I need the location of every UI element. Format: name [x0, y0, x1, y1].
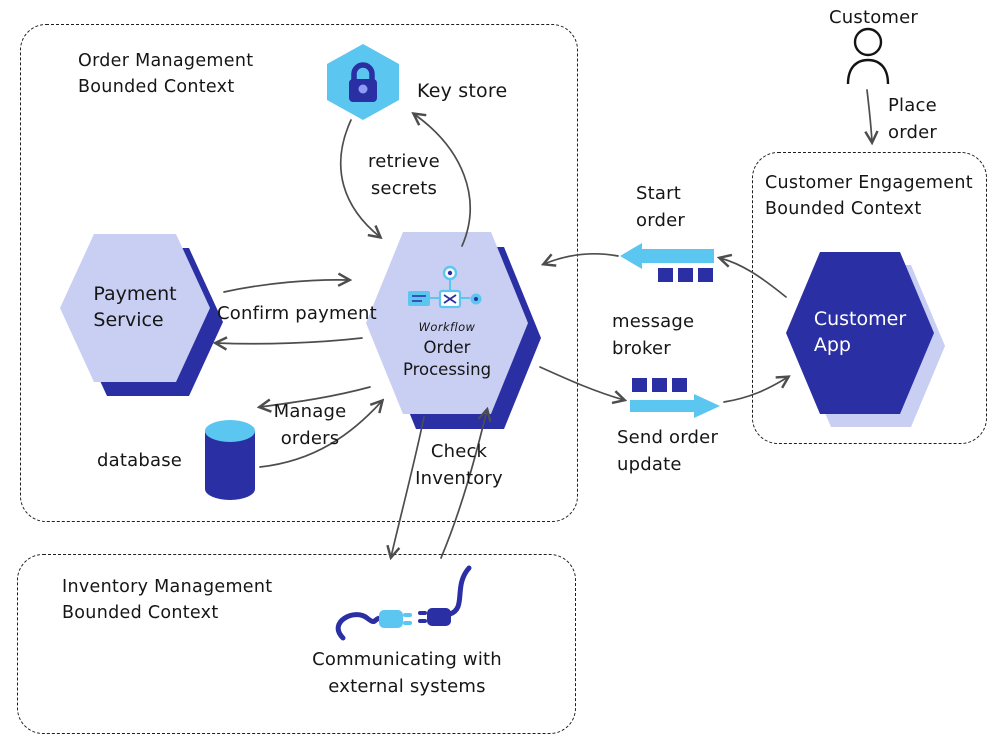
- place-order-label: Place order: [888, 95, 937, 143]
- message-broker-label: message broker: [612, 311, 695, 359]
- retrieve-secrets-label: retrieve secrets: [368, 151, 440, 199]
- plug-connector-icon: [335, 565, 472, 641]
- send-order-update-label: Send order update: [617, 427, 719, 475]
- key-store-label: Key store: [417, 80, 508, 102]
- database-label: database: [97, 450, 183, 471]
- payment-service-label: Payment Service: [93, 283, 177, 331]
- inventory-management-context-label: Inventory Management Bounded Context: [62, 577, 273, 624]
- database-cylinder-icon: [205, 420, 255, 500]
- message-queue-left-icon: [620, 243, 714, 282]
- customer-app-node: Customer App: [786, 252, 946, 428]
- manage-orders-label: Manage orders: [273, 401, 347, 449]
- workflow-icon: [408, 265, 482, 308]
- customer-app-label: Customer App: [813, 308, 907, 356]
- customer-node: [843, 26, 893, 88]
- order-management-context-label: Order Management Bounded Context: [78, 51, 254, 98]
- payment-service-node: Payment Service: [60, 234, 224, 398]
- send-order-queue: [628, 376, 722, 420]
- start-order-queue: [620, 243, 716, 285]
- customer-engagement-context-label: Customer Engagement Bounded Context: [765, 173, 973, 220]
- database-node: [202, 417, 258, 503]
- arrow-customer-to-engagement: [867, 89, 872, 142]
- person-icon: [846, 27, 890, 85]
- order-management-context-box: [20, 24, 578, 522]
- message-queue-right-icon: [630, 378, 720, 418]
- customer-engagement-context-box: [752, 152, 987, 444]
- customer-app-hexagon: [786, 252, 934, 414]
- external-comm-node: [333, 558, 475, 646]
- key-store-node: [327, 44, 399, 120]
- external-comm-label: Communicating with external systems: [312, 649, 502, 697]
- order-processing-hexagon: [366, 232, 528, 414]
- check-inventory-label: Check Inventory: [415, 441, 503, 489]
- inventory-management-context-box: [17, 554, 576, 734]
- workflow-icon-label: Workflow: [418, 319, 476, 334]
- customer-label: Customer: [829, 7, 919, 28]
- payment-service-hexagon: [60, 234, 210, 382]
- order-processing-node: Workflow Order Processing: [366, 232, 542, 430]
- start-order-label: Start order: [636, 183, 685, 231]
- order-processing-label: Order Processing: [402, 337, 492, 379]
- lock-icon: [349, 62, 377, 102]
- confirm-payment-label: Confirm payment: [217, 303, 377, 324]
